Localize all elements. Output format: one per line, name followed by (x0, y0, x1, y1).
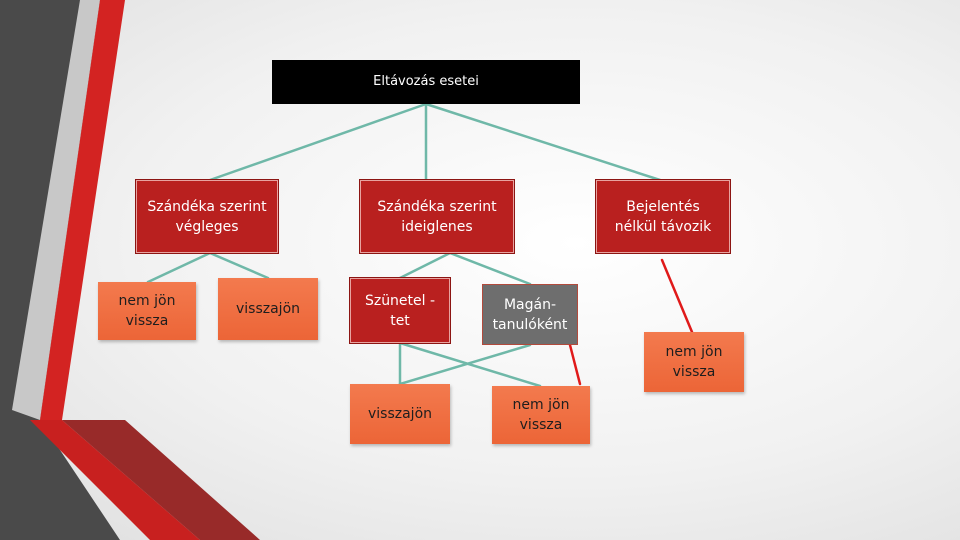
connector-root-unannounced (424, 102, 662, 182)
stripe-light-gray (12, 0, 100, 420)
connector-private-return (398, 343, 532, 386)
node-unannounced-not-return: nem jön vissza (644, 332, 744, 392)
connector-final-return (208, 251, 270, 280)
node-private-not-return: nem jön vissza (492, 386, 590, 444)
connector-private-notreturn (568, 343, 582, 386)
stripe-dark-red-bottom (62, 420, 260, 540)
connector-root-final (208, 102, 428, 182)
node-suspended-return: visszajön (350, 384, 450, 444)
connector-break-notreturn (398, 341, 542, 388)
node-intent-final: Szándéka szerint végleges (136, 180, 278, 253)
stripe-red-top (40, 0, 125, 420)
node-intent-temporary: Szándéka szerint ideiglenes (360, 180, 514, 253)
stripe-red-bottom (30, 420, 200, 540)
connector-temporary-private (448, 251, 532, 286)
connector-unannounced-notreturn (660, 258, 694, 334)
node-private-student: Magán- tanulóként (482, 284, 578, 345)
connector-final-notreturn (146, 251, 212, 284)
node-suspended: Szünetel - tet (350, 278, 450, 343)
node-final-return: visszajön (218, 278, 318, 340)
node-final-not-return: nem jön vissza (98, 282, 196, 340)
root-node-title: Eltávozás esetei (272, 60, 580, 104)
node-unannounced-leave: Bejelentés nélkül távozik (596, 180, 730, 253)
connector-temporary-break (398, 251, 452, 280)
